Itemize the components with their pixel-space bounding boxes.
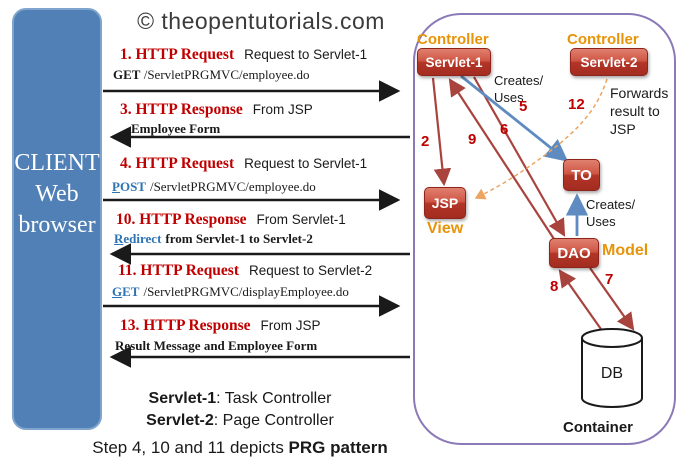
step-label-13: 13. HTTP Response (120, 317, 251, 334)
client-browser-panel: CLIENT Web browser (12, 8, 102, 430)
request-path-11: /ServletPRGMVC/displayEmployee.do (143, 284, 349, 299)
step-desc-10: From Servlet-1 (256, 212, 346, 227)
redirect-label-10: Redirect (114, 231, 162, 246)
step-number-6: 6 (500, 121, 509, 138)
response-detail-13: Result Message and Employee Form (115, 338, 318, 353)
servlet1-role-label: Controller (417, 31, 489, 48)
step-number-5: 5 (519, 98, 528, 115)
servlet-container (413, 13, 676, 445)
response-detail-10: from Servlet-1 to Servlet-2 (165, 231, 313, 246)
copyright-title: © theopentutorials.com (137, 8, 385, 34)
to-box: TO (563, 159, 600, 191)
client-line-2: Web (35, 181, 79, 207)
step-label-3: 3. HTTP Response (120, 101, 243, 118)
http-method-11: GET (112, 284, 140, 299)
step-number-12: 12 (568, 96, 585, 113)
legend-servlet2: Servlet-2: Page Controller (146, 412, 334, 429)
jsp-role-label: View (427, 220, 464, 237)
step-number-2: 2 (421, 133, 430, 150)
step-desc-13: From JSP (260, 318, 321, 333)
client-line-3: browser (18, 212, 96, 238)
step-number-9: 9 (468, 131, 477, 148)
step-desc-3: From JSP (252, 102, 313, 117)
request-path-1: /ServletPRGMVC/employee.do (143, 67, 310, 82)
client-browser-label: CLIENT Web browser (14, 148, 100, 241)
creates-uses-label-top: Creates/ Uses (494, 73, 544, 105)
jsp-box: JSP (424, 187, 466, 219)
client-line-1: CLIENT (14, 150, 100, 176)
http-method-4: POST (112, 179, 146, 194)
step-desc-1: Request to Servlet-1 (244, 47, 368, 62)
step-label-4: 4. HTTP Request (120, 155, 235, 172)
request-path-4: /ServletPRGMVC/employee.do (149, 179, 316, 194)
step-label-10: 10. HTTP Response (116, 211, 247, 228)
creates-uses-label-bottom: Creates/ Uses (586, 197, 636, 229)
http-method-1: GET (113, 67, 141, 82)
step-desc-11: Request to Servlet-2 (249, 263, 373, 278)
step-number-8: 8 (550, 278, 559, 295)
forwards-note: Forwards result to JSP (610, 85, 669, 137)
servlet2-box: Servlet-2 (570, 48, 648, 76)
step-label-1: 1. HTTP Request (120, 46, 235, 63)
dao-box: DAO (549, 238, 599, 268)
prg-pattern-note: Step 4, 10 and 11 depicts PRG pattern (92, 438, 388, 457)
step-number-7: 7 (605, 271, 614, 288)
container-label: Container (563, 419, 634, 436)
servlet1-box: Servlet-1 (417, 48, 491, 76)
step-label-11: 11. HTTP Request (118, 262, 240, 279)
dao-role-label: Model (602, 242, 649, 259)
legend-servlet1: Servlet-1: Task Controller (148, 390, 332, 407)
step-desc-4: Request to Servlet-1 (244, 156, 368, 171)
response-detail-3: Employee Form (131, 121, 221, 136)
servlet2-role-label: Controller (567, 31, 639, 48)
